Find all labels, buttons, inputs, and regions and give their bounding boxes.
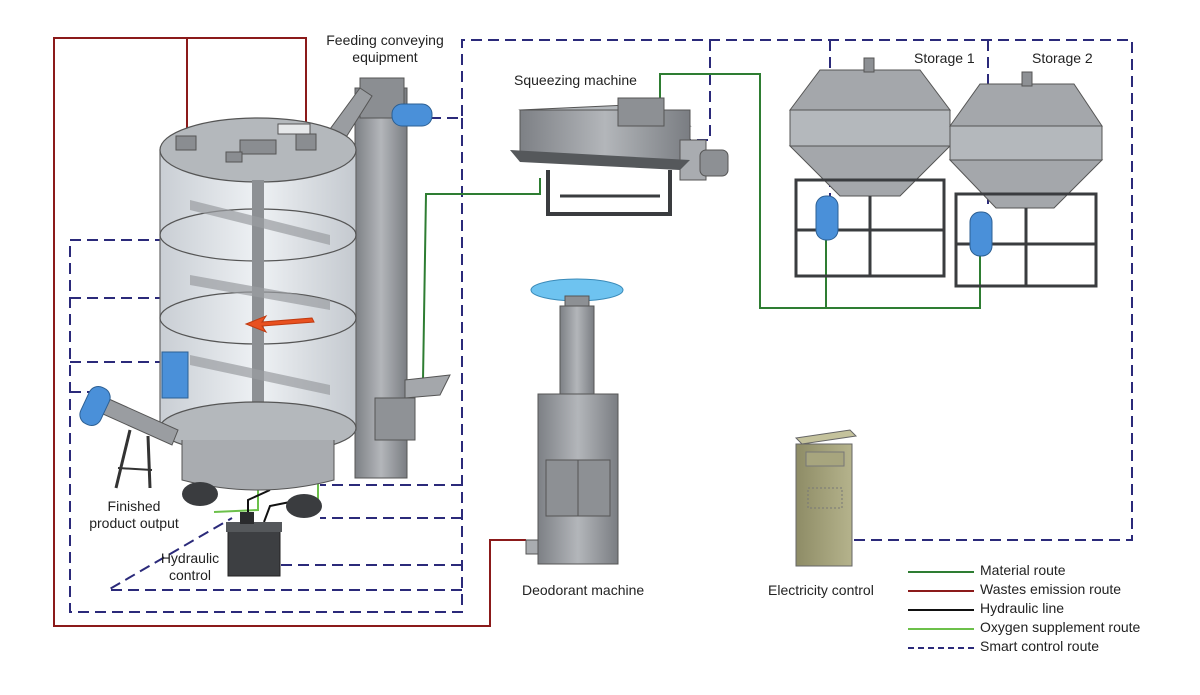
feeding-conveying-label-line2: equipment [352, 49, 418, 65]
fermentation-tank [159, 117, 357, 518]
legend-swatch [908, 590, 974, 592]
hydraulic-control-unit [226, 512, 282, 577]
electricity-control-label: Electricity control [768, 582, 874, 598]
feeding-conveying-label-line1: Feeding conveying [326, 32, 444, 48]
legend-item: Oxygen supplement route [908, 619, 1198, 638]
storage-2-bin [948, 71, 1104, 288]
legend-label: Material route [980, 562, 1066, 578]
material-route [422, 73, 981, 381]
legend-label: Hydraulic line [980, 600, 1065, 616]
finished-product-output-label-line1: Finished [107, 498, 161, 514]
legend-item: Wastes emission route [908, 581, 1198, 600]
storage-1-bin [788, 57, 952, 278]
hydraulic-control-label: Hydraulic control [150, 550, 230, 584]
legend-swatch [908, 628, 974, 630]
legend-swatch [908, 571, 974, 573]
legend-swatch [908, 609, 974, 611]
squeezing-machine-label: Squeezing machine [514, 72, 637, 88]
feeding-conveying-label: Feeding conveying equipment [322, 32, 448, 66]
legend-label: Smart control route [980, 638, 1100, 654]
finished-product-output-machine [79, 386, 179, 489]
finished-product-output-label-line2: product output [89, 515, 179, 531]
electricity-control-cabinet [794, 429, 858, 567]
hydraulic-control-label-line1: Hydraulic [160, 550, 220, 566]
squeezing-machine [510, 97, 729, 216]
legend-label: Wastes emission route [980, 581, 1122, 597]
hydraulic-control-label-line2: control [168, 567, 212, 583]
finished-product-output-label: Finished product output [82, 498, 186, 532]
legend-label: Oxygen supplement route [980, 619, 1141, 635]
storage-2-label: Storage 2 [1032, 50, 1093, 66]
legend-item: Material route [908, 562, 1198, 581]
deodorant-machine-label: Deodorant machine [522, 582, 645, 598]
storage-1-label: Storage 1 [914, 50, 975, 66]
deodorant-machine [525, 278, 624, 565]
legend-swatch [908, 647, 974, 649]
wastes-emission-route [53, 37, 526, 627]
legend-item: Smart control route [908, 638, 1198, 657]
legend-item: Hydraulic line [908, 600, 1198, 619]
